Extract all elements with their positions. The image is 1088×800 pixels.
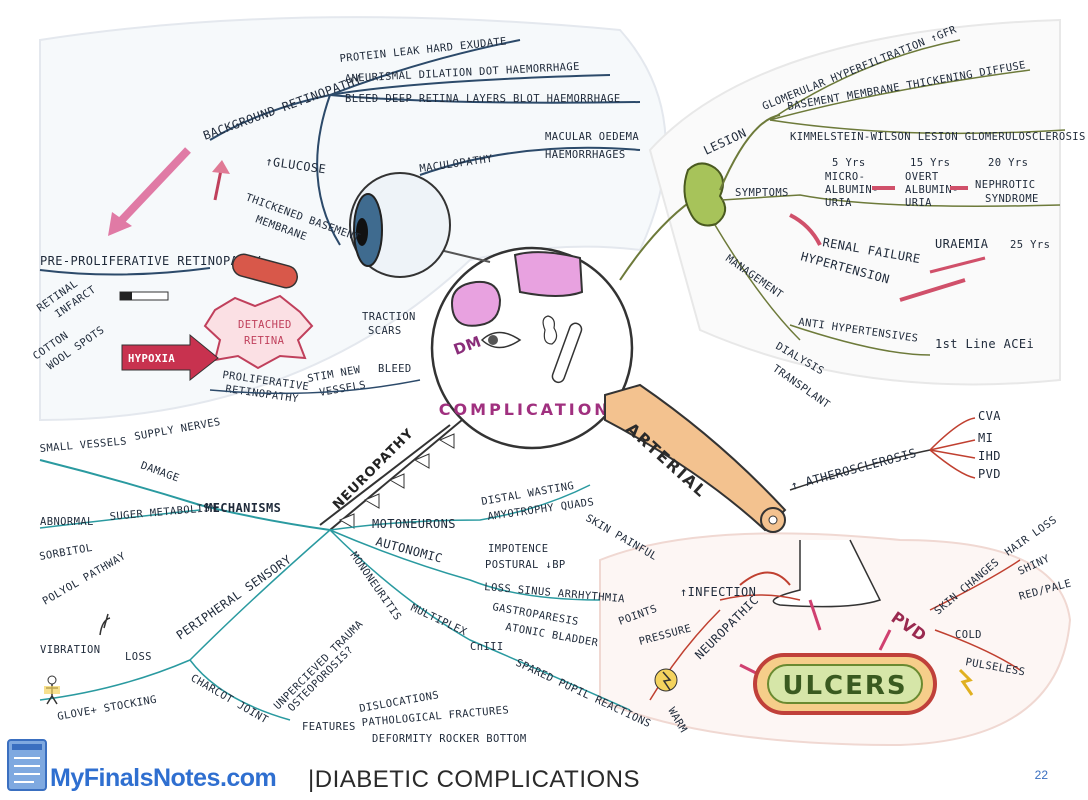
symptoms-label: SYMPTOMS <box>735 187 789 199</box>
red-arrow-icon <box>212 160 230 174</box>
multiplex-label: MULTIPLEX <box>409 602 469 639</box>
cigarette-icon <box>119 291 169 301</box>
kimmelstiel-label: KIMMELSTEIN-WILSON LESION GLOMERULOSCLER… <box>790 131 1086 143</box>
arterial-item-ihd: IHD <box>978 449 1001 463</box>
traction-2: SCARS <box>368 325 402 337</box>
arterial-section: ARTERIAL ↑ ATHEROSCLEROSIS CVA MI IHD PV… <box>604 383 1001 533</box>
eyeball-icon <box>349 172 451 278</box>
person-icon <box>44 675 60 705</box>
impotence-label: IMPOTENCE <box>488 543 549 555</box>
arterial-item-mi: MI <box>978 431 993 445</box>
mind-map: DM COMPLICATIONS BACKGROUND RETINOPATHY … <box>31 16 1086 747</box>
page-title: |DIABETIC COMPLICATIONS <box>308 766 640 793</box>
lightning-icon <box>654 668 678 692</box>
detached-line-2: RETINA <box>244 335 285 347</box>
overt-2: ALBUMIN- <box>905 184 959 196</box>
loss-label: LOSS <box>125 651 152 663</box>
pre-proliferative-label: PRE-PROLIFERATIVE RETINOPATHY <box>40 254 261 268</box>
traction-1: TRACTION <box>362 311 416 323</box>
center-eye-icon <box>480 331 522 349</box>
peripheral-sensory-label: PERIPHERAL SENSORY <box>174 552 295 642</box>
detached-retina-burst: DETACHED RETINA <box>203 294 314 370</box>
micro-1: MICRO- <box>825 171 865 183</box>
vibration-label: VIBRATION <box>40 644 101 656</box>
yrs20-label: 20 Yrs <box>988 157 1028 169</box>
macular-item-1: MACULAR OEDEMA <box>545 131 639 143</box>
pink-arrow-icon <box>108 212 132 236</box>
hair-loss-label: HAIR LOSS <box>1003 514 1059 559</box>
overt-3: URIA <box>905 197 932 209</box>
ulcers-box: ULCERS <box>753 653 937 715</box>
overt-1: OVERT <box>905 171 939 183</box>
uraemia-label: URAEMIA <box>935 237 989 251</box>
nephrotic-2: SYNDROME <box>985 193 1039 205</box>
foot-outline-icon <box>772 539 882 608</box>
yrs5-label: 5 Yrs <box>832 157 866 169</box>
tuning-fork-icon <box>99 613 111 636</box>
damage-label: DAMAGE <box>139 460 181 485</box>
macular-item-2: HAEMORRHAGES <box>545 149 626 161</box>
glove-stocking-label: GLOVE+ STOCKING <box>56 694 157 723</box>
detached-line-1: DETACHED <box>238 319 292 331</box>
small-vessels-label: SMALL VESSELS <box>39 435 127 455</box>
neuropathy-section: NEUROPATHY MECHANISMS SMALL VESSELS SUPP… <box>38 416 659 745</box>
gastroparesis-label: GASTROPARESIS <box>491 601 579 628</box>
hypoxia-arrow: HYPOXIA <box>121 333 219 382</box>
brand-suffix: .com <box>219 764 277 792</box>
charcot-joint-label: CHARCOT JOINT <box>189 672 271 726</box>
center-node: DM COMPLICATIONS <box>430 246 634 450</box>
abnormal-label: ABNORMAL <box>40 516 94 528</box>
arterial-tube: ARTERIAL <box>604 383 787 533</box>
center-complications-label: COMPLICATIONS <box>439 400 625 419</box>
ulcer-region <box>599 532 1072 747</box>
mechanisms-label: MECHANISMS <box>205 501 281 515</box>
sugar-metabolism-label: SUGER METABOLISM <box>109 502 217 523</box>
hypoxia-label: HYPOXIA <box>128 353 175 365</box>
yrs25-label: 25 Yrs <box>1010 239 1050 251</box>
micro-2: ALBUMIN- <box>825 184 879 196</box>
notes-logo-icon <box>7 739 47 791</box>
arterial-item-cva: CVA <box>978 409 1001 423</box>
neuron-chain <box>319 419 463 531</box>
mononeuritis-label: MONONEURITIS <box>348 550 404 623</box>
kidney-icon <box>683 162 727 227</box>
unperceived-line-1: UNPERCIEVED TRAUMA <box>272 618 366 712</box>
page-number: 22 <box>1034 768 1048 782</box>
brand-name: MyFinalsNotes <box>50 764 220 792</box>
atonic-bladder-label: ATONIC BLADDER <box>504 621 599 649</box>
brand-logo[interactable]: MyFinalsNotes.com <box>50 764 277 793</box>
sorbitol-label: SORBITOL <box>38 542 93 563</box>
center-vessel-icon <box>551 322 583 384</box>
micro-3: URIA <box>825 197 852 209</box>
ulcers-label: ULCERS <box>782 671 907 701</box>
arterial-item-pvd: PVD <box>978 467 1001 481</box>
cn3-label: CnIII <box>470 641 504 653</box>
features-label: FEATURES <box>302 721 356 733</box>
cold-label: COLD <box>955 629 982 641</box>
bleed-label: BLEED <box>378 363 412 375</box>
deformity-label: DEFORMITY ROCKER BOTTOM <box>372 733 527 745</box>
nephrotic-1: NEPHROTIC <box>975 179 1036 191</box>
center-kidney-icon <box>542 315 558 345</box>
yrs15-label: 15 Yrs <box>910 157 950 169</box>
lightning-small-icon <box>958 668 974 696</box>
motoneurons-label: MOTONEURONS <box>372 517 456 531</box>
vessel-tube-icon <box>231 253 299 289</box>
first-line-label: 1st Line ACEi <box>935 337 1034 351</box>
supply-nerves-label: SUPPLY NERVES <box>133 416 221 443</box>
bg-item-3: BLEED DEEP RETINA LAYERS BLOT HAEMORRHAG… <box>345 93 621 105</box>
postural-label: POSTURAL ↓BP <box>485 559 566 571</box>
infection-label: ↑INFECTION <box>680 585 756 599</box>
atherosclerosis-label: ↑ ATHEROSCLEROSIS <box>789 446 918 493</box>
